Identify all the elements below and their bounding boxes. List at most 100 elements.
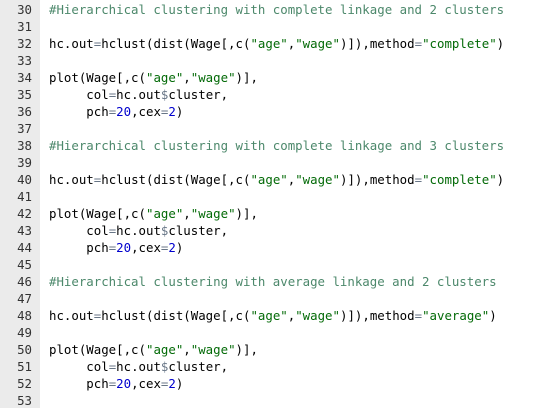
code-line[interactable]: 47 [0,290,554,307]
code-token-plain: hc.out [49,36,94,51]
code-line[interactable]: 50 plot(Wage[,c("age","wage")], [0,341,554,358]
line-number: 32 [17,36,32,51]
code-token-plain: pch [49,104,109,119]
code-token-operator: = [414,36,423,51]
code-line[interactable]: 46 #Hierarchical clustering with average … [0,273,554,290]
code-token-number: 2 [168,104,176,119]
code-line[interactable]: 35 col=hc.out$cluster, [0,86,554,103]
code-token-operator: $ [160,359,169,374]
code-token-plain: ) [175,104,184,119]
code-text[interactable]: pch=20,cex=2) [49,239,183,256]
code-text[interactable]: #Hierarchical clustering with complete l… [49,137,504,154]
line-number: 48 [17,308,32,323]
code-token-operator: = [108,223,117,238]
code-token-plain: plot(Wage[,c( [49,70,146,85]
code-text[interactable]: plot(Wage[,c("age","wage")], [49,69,258,86]
code-line[interactable]: 38#Hierarchical clustering with complete… [0,137,554,154]
code-token-plain: )], [235,70,258,85]
code-token-plain: hc.out [49,172,94,187]
code-text[interactable]: #Hierarchical clustering with complete l… [49,1,504,18]
code-token-comment: #Hierarchical clustering with complete l… [49,2,505,17]
code-token-number: 20 [116,240,132,255]
code-line[interactable]: 45 [0,256,554,273]
code-token-string: "wage" [295,308,340,323]
line-number: 35 [17,87,32,102]
code-token-plain: , [183,70,191,85]
code-line[interactable]: 34 plot(Wage[,c("age","wage")], [0,69,554,86]
code-line[interactable]: 48 hc.out=hclust(dist(Wage[,c("age","wage… [0,307,554,324]
code-token-plain: ,cex [131,240,161,255]
code-text[interactable]: hc.out=hclust(dist(Wage[,c("age","wage")… [49,35,504,52]
line-number: 34 [17,70,32,85]
code-text[interactable]: col=hc.out$cluster, [49,222,228,239]
code-line[interactable]: 53 [0,392,554,409]
code-line[interactable]: 43 col=hc.out$cluster, [0,222,554,239]
code-line[interactable]: 33 [0,52,554,69]
code-token-plain: hclust(dist(Wage[,c( [101,308,251,323]
code-token-string: "wage" [190,70,236,85]
code-text[interactable]: pch=20,cex=2) [49,103,183,120]
code-text[interactable]: plot(Wage[,c("age","wage")], [49,341,258,358]
code-token-operator: = [108,87,117,102]
code-token-string: "wage" [190,342,236,357]
code-text[interactable]: col=hc.out$cluster, [49,358,228,375]
code-token-string: "age" [250,36,288,51]
code-token-string: "wage" [190,206,236,221]
code-line[interactable]: 52 pch=20,cex=2) [0,375,554,392]
line-number: 51 [17,359,32,374]
code-token-operator: = [160,376,169,391]
code-token-plain: hclust(dist(Wage[,c( [101,36,251,51]
code-line[interactable]: 30 #Hierarchical clustering with complete… [0,1,554,18]
code-text[interactable]: pch=20,cex=2) [49,375,183,392]
line-number: 45 [17,257,32,272]
code-text[interactable]: col=hc.out$cluster, [49,86,228,103]
code-line[interactable]: 32 hc.out=hclust(dist(Wage[,c("age","wage… [0,35,554,52]
code-text[interactable]: #Hierarchical clustering with average li… [49,273,497,290]
code-text[interactable]: hc.out=hclust(dist(Wage[,c("age","wage")… [49,307,497,324]
code-line[interactable]: 44 pch=20,cex=2) [0,239,554,256]
code-line[interactable]: 36 pch=20,cex=2) [0,103,554,120]
code-token-plain: ) [496,36,505,51]
code-text[interactable]: hc.out=hclust(dist(Wage[,c("age","wage")… [49,171,504,188]
line-number: 37 [17,121,32,136]
code-token-plain: ) [175,240,184,255]
code-token-operator: $ [160,223,169,238]
code-line[interactable]: 31 [0,18,554,35]
code-token-string: "average" [422,308,490,323]
code-token-string: "age" [145,342,184,357]
code-line[interactable]: 41 [0,188,554,205]
line-number: 30 [17,2,32,17]
code-token-operator: = [160,104,169,119]
line-number: 47 [17,291,32,306]
code-text[interactable]: plot(Wage[,c("age","wage")], [49,205,258,222]
line-number: 50 [17,342,32,357]
code-token-plain: hc.out [116,87,161,102]
code-token-string: "age" [250,308,288,323]
code-line[interactable]: 39 [0,154,554,171]
code-token-plain: , [287,36,296,51]
code-token-plain: col [49,359,109,374]
code-token-plain: plot(Wage[,c( [49,206,146,221]
code-token-plain: col [49,223,109,238]
code-token-plain: hc.out [116,359,161,374]
code-token-operator: = [414,172,423,187]
line-number: 40 [17,172,32,187]
code-token-plain: , [287,172,296,187]
code-token-operator: = [108,376,117,391]
code-line[interactable]: 49 [0,324,554,341]
line-number: 46 [17,274,32,289]
code-token-operator: = [93,36,102,51]
code-token-plain: , [183,342,191,357]
code-token-plain: hclust(dist(Wage[,c( [101,172,251,187]
code-line[interactable]: 51 col=hc.out$cluster, [0,358,554,375]
code-token-string: "age" [250,172,288,187]
code-token-plain: col [49,87,109,102]
code-token-string: "age" [145,206,184,221]
code-line[interactable]: 37 [0,120,554,137]
code-token-operator: = [108,359,117,374]
code-token-number: 2 [168,240,176,255]
